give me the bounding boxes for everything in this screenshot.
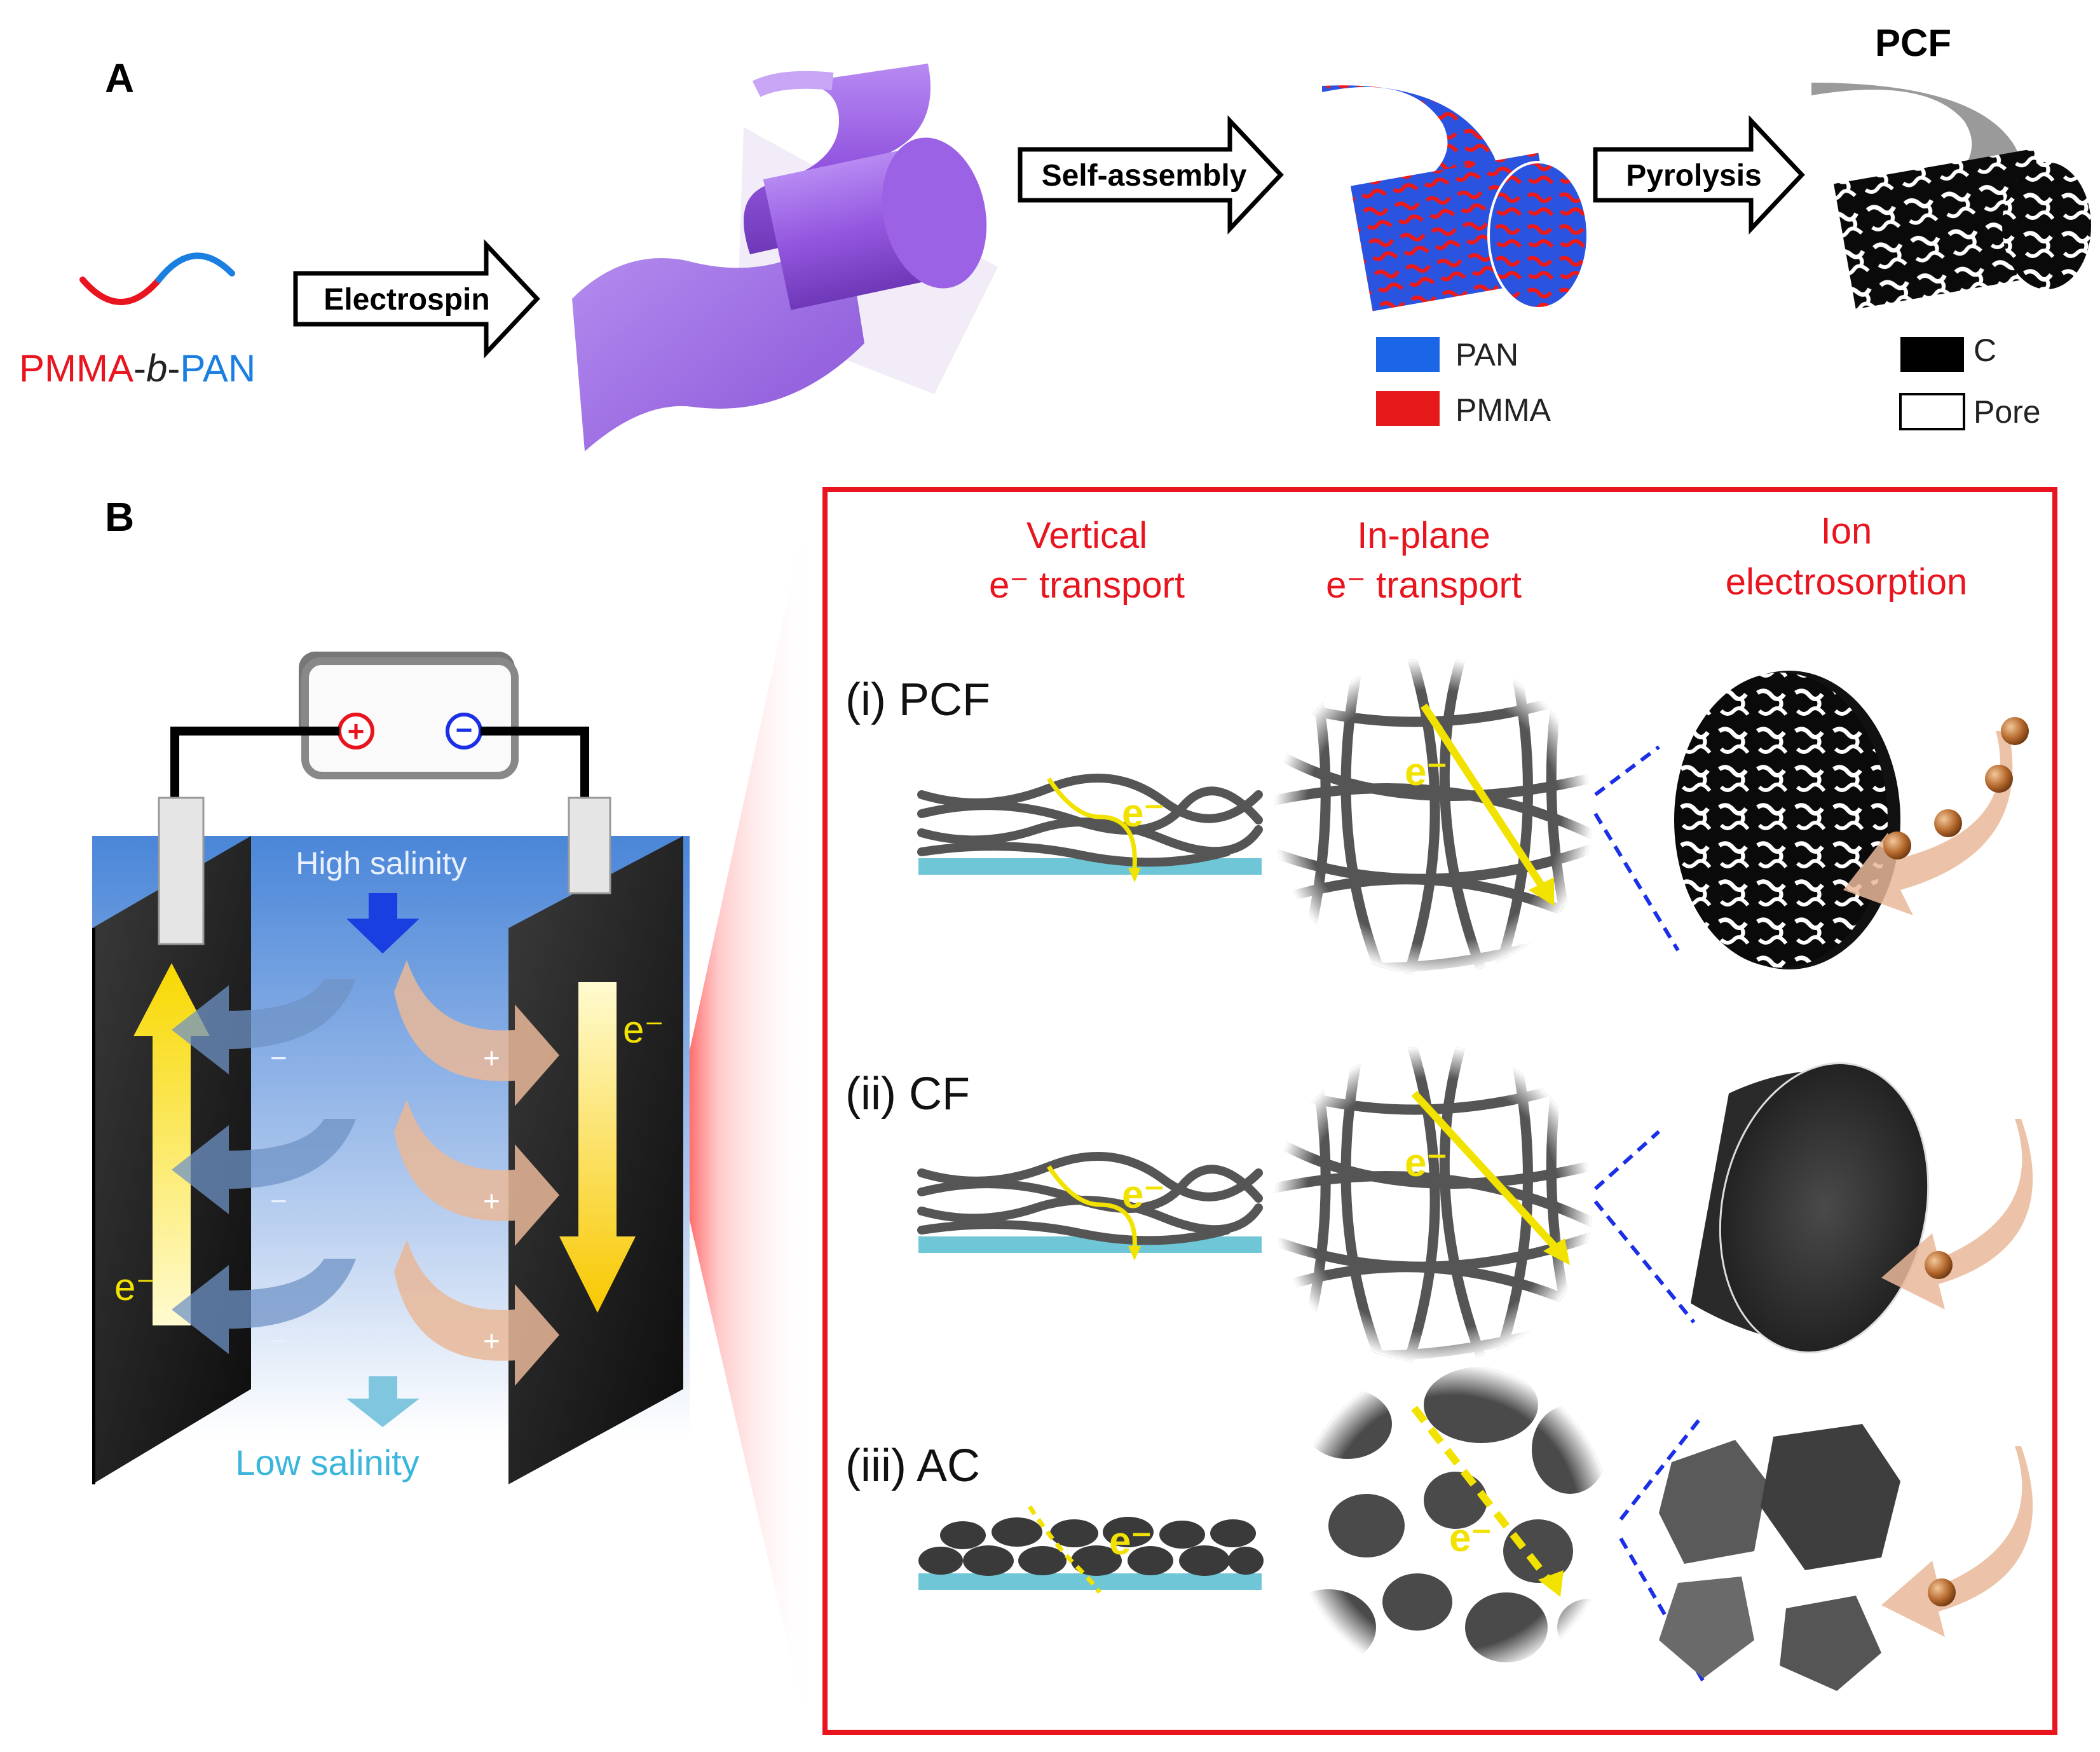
pcf-cation-flow xyxy=(1843,731,2013,915)
inflow-arrow-icon xyxy=(346,893,419,954)
col-ion-line1: Ion xyxy=(1821,510,1872,552)
polymer-legend: PAN PMMA xyxy=(1376,337,1551,428)
legend-pmma-label: PMMA xyxy=(1456,392,1551,428)
cation-symbol-3: + xyxy=(483,1324,500,1357)
ac-vertical-transport: e⁻ xyxy=(918,1505,1264,1594)
col-vertical-line2: e⁻ transport xyxy=(989,565,1185,606)
col-vertical-line1: Vertical xyxy=(1026,515,1147,556)
pcf-fiber-illustration xyxy=(1811,83,2091,310)
copolymer-wave-icon xyxy=(79,252,235,305)
anion-flow-arrows xyxy=(172,979,356,1354)
cation-symbol-2: + xyxy=(483,1184,500,1217)
legend-c-label: C xyxy=(1974,332,1996,368)
row-label-pcf: (i) PCF xyxy=(845,674,990,725)
power-supply: + − xyxy=(299,652,519,779)
pcf-vertical-transport: e⁻ xyxy=(917,774,1263,882)
ac-particles xyxy=(1659,1424,1900,1691)
ac-vertical-electron: e⁻ xyxy=(1109,1519,1152,1563)
pyrolysis-label: Pyrolysis xyxy=(1626,159,1761,193)
row-ac: e⁻ e⁻ xyxy=(918,1364,2033,1691)
pcf-cations xyxy=(1883,717,2029,859)
cation-flow-arrows xyxy=(394,960,559,1386)
outflow-arrow-icon xyxy=(346,1376,419,1427)
pyrolysis-arrow: Pyrolysis xyxy=(1593,115,1805,235)
panel-a: A PMMA-b-PAN Electrospin Self-assembly xyxy=(19,22,2091,451)
electron-up-arrow-icon xyxy=(133,963,210,1325)
legend-pore-label: Pore xyxy=(1974,394,2041,430)
self-assembly-arrow: Self-assembly xyxy=(1018,115,1284,235)
row-label-cf: (ii) CF xyxy=(845,1069,970,1119)
cf-cation xyxy=(1925,1251,1953,1279)
cdi-cell-illustration: + − e⁻ e⁻ High salinity L xyxy=(92,652,690,1484)
legend-pore-swatch xyxy=(1899,393,1965,430)
col-inplane-line2: e⁻ transport xyxy=(1326,565,1522,606)
row-pcf: e⁻ xyxy=(917,658,2029,976)
legend-pan-swatch xyxy=(1376,337,1440,372)
row-label-ac: (iii) AC xyxy=(845,1441,980,1491)
electrospun-fiber-illustration xyxy=(572,64,998,451)
pcf-inplane-electron: e⁻ xyxy=(1405,750,1447,794)
pcf-vertical-electron: e⁻ xyxy=(1122,791,1164,835)
electron-down-arrow-icon xyxy=(559,982,636,1313)
cf-vertical-electron: e⁻ xyxy=(1122,1173,1164,1217)
anion-symbol-2: − xyxy=(270,1184,287,1217)
pan-pmma-fiber-illustration xyxy=(1322,85,1589,311)
col-inplane-line1: In-plane xyxy=(1357,515,1490,556)
pcf-porous-disc xyxy=(1674,671,1900,969)
legend-pan-label: PAN xyxy=(1456,337,1518,373)
carbon-legend: C Pore xyxy=(1899,332,2041,430)
wire-left xyxy=(170,727,339,801)
cf-vertical-transport: e⁻ xyxy=(917,1152,1263,1261)
ac-cation xyxy=(1928,1578,1956,1606)
self-assembly-label: Self-assembly xyxy=(1042,159,1247,193)
negative-symbol: − xyxy=(456,713,473,746)
cf-solid-disc xyxy=(1691,1062,1930,1353)
electron-label-left: e⁻ xyxy=(114,1266,156,1308)
electron-label-right: e⁻ xyxy=(623,1008,664,1051)
col-ion-line2: electrosorption xyxy=(1726,561,1967,603)
anion-symbol-3: − xyxy=(270,1324,287,1357)
row-cf: e⁻ xyxy=(917,1046,2033,1364)
low-salinity-label: Low salinity xyxy=(235,1442,419,1482)
panel-a-label: A xyxy=(105,55,134,101)
panel-b-label: B xyxy=(105,494,134,540)
ac-inplane-electron: e⁻ xyxy=(1449,1516,1492,1560)
polymer-name: PMMA-b-PAN xyxy=(19,347,256,390)
electrospin-arrow: Electrospin xyxy=(293,239,540,359)
pcf-title: PCF xyxy=(1875,22,1951,64)
comparison-box xyxy=(822,487,2057,1735)
legend-pmma-swatch xyxy=(1376,391,1440,426)
panel-b: B + − xyxy=(92,487,2057,1742)
wire-right xyxy=(481,727,589,801)
electrospin-label: Electrospin xyxy=(324,283,489,317)
anion-symbol-1: − xyxy=(270,1041,287,1074)
column-headers: Vertical e⁻ transport In-plane e⁻ transp… xyxy=(989,510,1967,606)
zoom-cone xyxy=(671,496,810,1742)
cf-inplane-electron: e⁻ xyxy=(1405,1141,1447,1185)
legend-c-swatch xyxy=(1900,337,1964,372)
high-salinity-label: High salinity xyxy=(296,845,467,881)
positive-symbol: + xyxy=(348,715,365,748)
cation-symbol-1: + xyxy=(483,1041,500,1074)
